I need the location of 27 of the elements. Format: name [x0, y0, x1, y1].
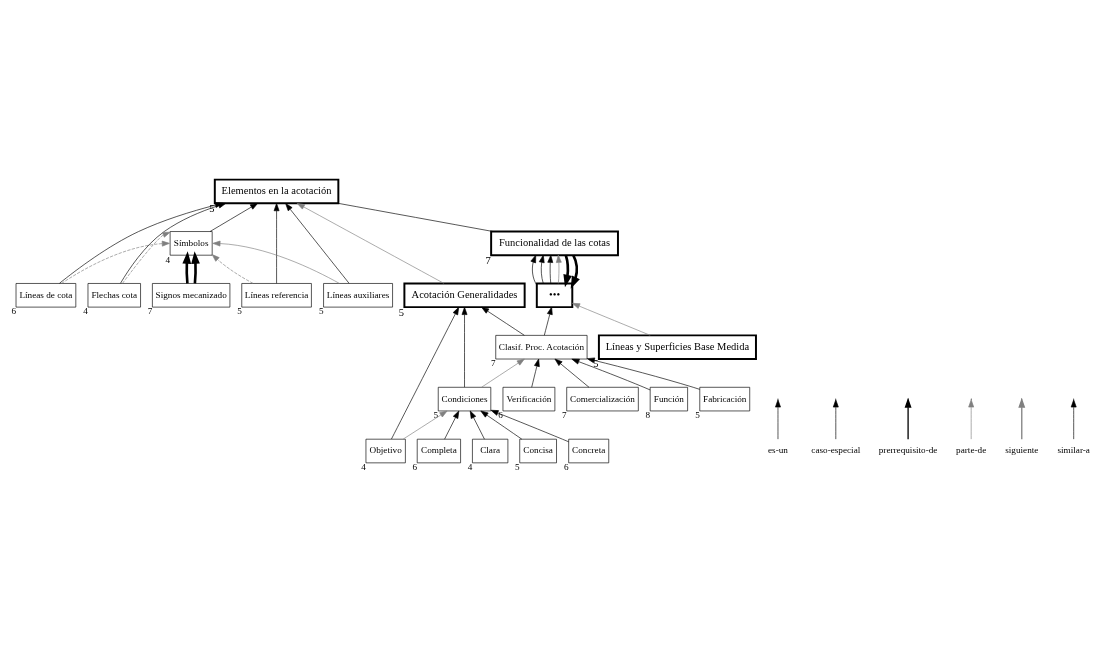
legend-label: parte-de: [956, 445, 987, 456]
node-label: 5: [398, 306, 405, 318]
node-label: 4: [165, 254, 171, 265]
node-label: 7: [147, 306, 153, 317]
node-label: 5: [593, 358, 599, 370]
node-label: 5: [318, 306, 324, 317]
legend-label: caso-especial: [811, 445, 861, 456]
node-label: 4: [83, 306, 88, 317]
node-label: 7: [562, 410, 567, 421]
node-label: 5: [209, 202, 215, 214]
legend-label: es-un: [768, 445, 788, 456]
node-label: 4: [361, 462, 366, 473]
node-label: 5: [695, 410, 700, 421]
legend-label: similar-a: [1057, 445, 1090, 456]
legend-label: siguiente: [1005, 445, 1039, 456]
node-label: 8: [645, 410, 651, 421]
node-label: 6: [564, 462, 569, 473]
node-label: 4: [467, 462, 473, 473]
node-label: 5: [433, 410, 439, 421]
node-label: 7: [491, 358, 496, 369]
node-label: 6: [412, 462, 418, 473]
node-label: 6: [498, 410, 503, 421]
legend-label: prerrequisito-de: [878, 445, 938, 456]
node-label: 5: [515, 462, 520, 473]
node-label: 5: [237, 306, 242, 317]
node-label: 6: [11, 306, 17, 317]
node-label: 7: [485, 254, 491, 266]
